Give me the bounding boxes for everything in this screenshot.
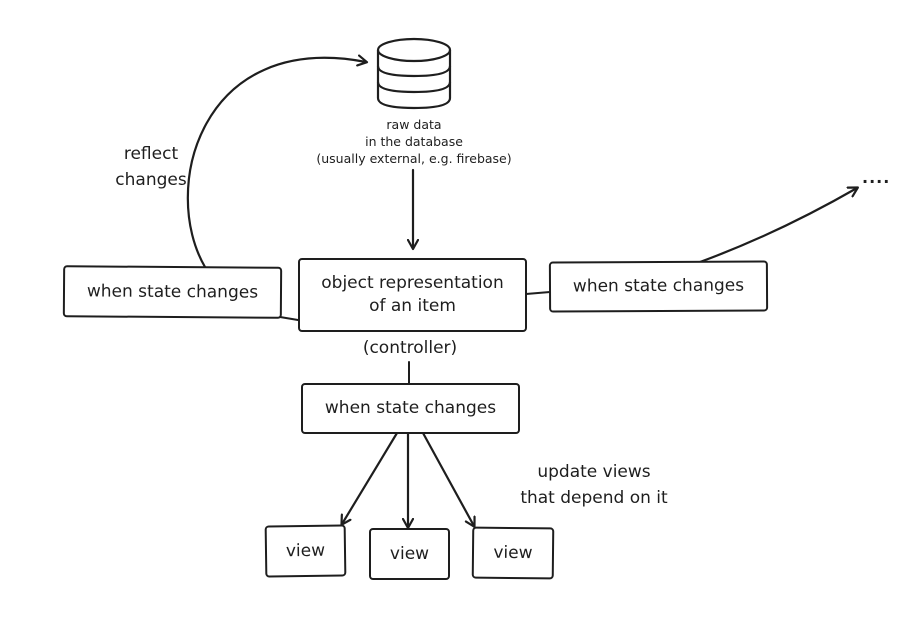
update-views-label: update views that depend on it [520, 462, 668, 508]
arrow-to-view-3 [421, 431, 474, 526]
arrow-to-ellipsis [698, 188, 857, 264]
state-change-box-bottom: when state changes [301, 383, 520, 434]
connector-object-left [279, 316, 299, 321]
view-box-2: view [369, 528, 450, 580]
object-representation-box: object representation of an item [298, 258, 527, 332]
database-caption: raw data in the database (usually extern… [316, 117, 512, 166]
ellipsis-label: .... [862, 168, 891, 187]
state-change-box-right: when state changes [548, 260, 769, 313]
view-box-1: view [264, 524, 347, 578]
arrow-to-view-1 [342, 431, 399, 524]
reflect-changes-label: reflect changes [115, 144, 187, 190]
controller-label: (controller) [362, 338, 458, 358]
state-change-box-left: when state changes [62, 265, 283, 319]
view-box-3: view [471, 526, 555, 580]
arrow-reflect-changes [186, 58, 366, 269]
database-icon [376, 37, 452, 110]
connector-object-right [525, 291, 551, 295]
